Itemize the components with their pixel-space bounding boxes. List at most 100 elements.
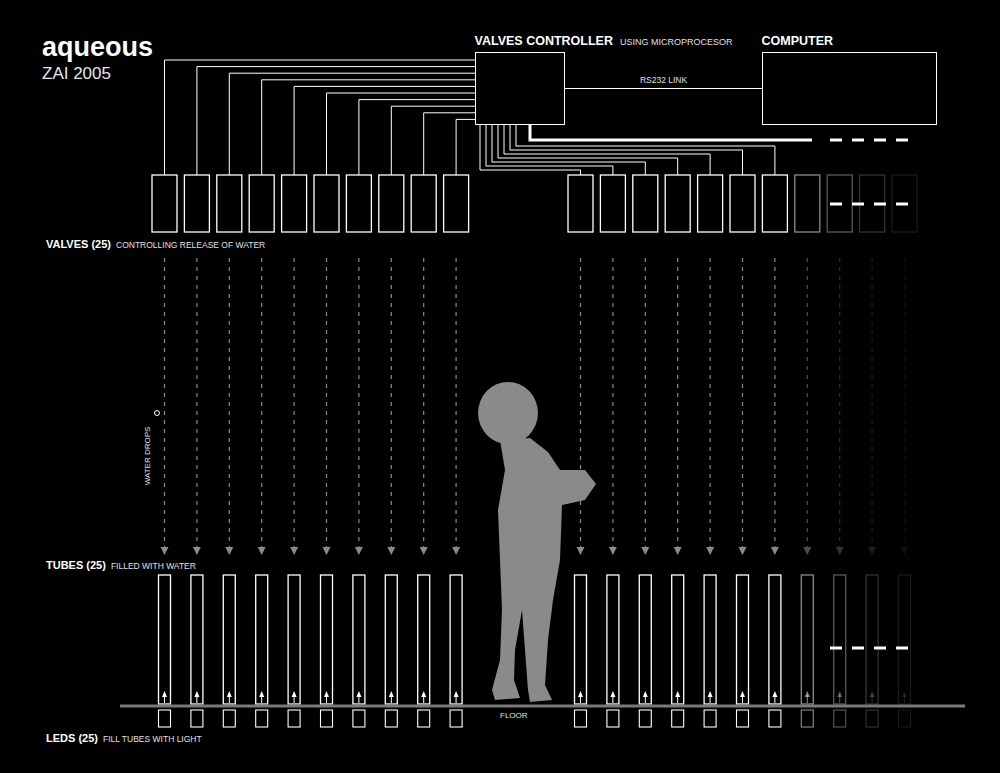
arrow-head — [739, 547, 747, 555]
valve-box — [152, 175, 177, 232]
water-drop-arrow — [677, 258, 678, 547]
led-box — [672, 710, 684, 727]
control-wire — [197, 67, 475, 175]
arrow-head — [161, 547, 169, 555]
arrow-head — [578, 691, 583, 697]
led-box — [639, 710, 651, 727]
arrow-head — [805, 691, 810, 697]
arrow-head — [355, 547, 363, 555]
arrow-head — [389, 691, 394, 697]
valve-box — [444, 175, 469, 232]
box-title: COMPUTER — [762, 34, 834, 48]
continuation-dash — [896, 139, 908, 142]
water-tube — [450, 575, 462, 704]
bus-line — [530, 125, 812, 140]
water-drop-arrow — [871, 258, 872, 547]
water-tube — [223, 575, 235, 704]
valve-box — [827, 175, 852, 232]
arrow-head — [610, 691, 615, 697]
control-wire — [516, 125, 775, 175]
arrow-head — [324, 691, 329, 697]
valve-box — [665, 175, 690, 232]
led-box — [704, 710, 716, 727]
water-drop-arrow — [456, 258, 457, 547]
component-box: VALVES CONTROLLERUSING MICROPROCESOR — [475, 52, 565, 125]
valve-box — [600, 175, 625, 232]
water-tube — [159, 575, 171, 704]
box-heading: VALVES CONTROLLERUSING MICROPROCESOR — [475, 34, 733, 48]
led-box — [899, 710, 911, 727]
valve-box — [892, 175, 917, 232]
continuation-dash — [830, 203, 842, 206]
water-drop-arrow — [164, 258, 165, 547]
arrow-head — [674, 547, 682, 555]
led-box — [575, 710, 587, 727]
arrow-head — [772, 691, 777, 697]
arrow-head — [643, 691, 648, 697]
water-tube — [639, 575, 651, 704]
water-tube — [418, 575, 430, 704]
water-tube — [899, 575, 911, 704]
arrow-head — [225, 547, 233, 555]
led-box — [321, 710, 333, 727]
led-box — [866, 710, 878, 727]
label-row: LEDS (25) FILL TUBES WITH LIGHT — [46, 732, 202, 745]
water-tube — [321, 575, 333, 704]
link-label: RS232 LINK — [638, 76, 689, 86]
water-drop-arrow — [326, 258, 327, 547]
arrow-head — [258, 547, 266, 555]
led-box — [385, 710, 397, 727]
led-box — [256, 710, 268, 727]
valve-box — [633, 175, 658, 232]
led-box — [288, 710, 300, 727]
water-tube — [801, 575, 813, 704]
water-tube — [288, 575, 300, 704]
continuation-dash — [896, 203, 908, 206]
control-wire — [294, 86, 475, 175]
water-drop-arrow — [261, 258, 262, 547]
valve-box — [217, 175, 242, 232]
control-wire — [229, 73, 475, 175]
valve-box — [795, 175, 820, 232]
control-wire — [262, 80, 475, 175]
water-tube — [607, 575, 619, 704]
control-wire — [424, 113, 475, 175]
water-tube — [834, 575, 846, 704]
valve-box — [568, 175, 593, 232]
arrow-head — [902, 691, 907, 697]
water-drop-arrow — [580, 258, 581, 547]
arrow-head — [609, 547, 617, 555]
part-note: FILL TUBES WITH LIGHT — [103, 735, 202, 745]
valve-box — [346, 175, 371, 232]
arrow-head — [452, 547, 460, 555]
valve-box — [411, 175, 436, 232]
water-tube — [672, 575, 684, 704]
continuation-dash — [852, 203, 864, 206]
control-wire — [510, 125, 743, 175]
water-tube — [575, 575, 587, 704]
arrow-head — [421, 691, 426, 697]
continuation-dash — [874, 647, 886, 650]
valve-box — [730, 175, 755, 232]
led-box — [801, 710, 813, 727]
continuation-dash — [830, 647, 842, 650]
part-heading: LEDS (25) — [46, 732, 98, 745]
floor-line — [120, 705, 965, 708]
led-box — [191, 710, 203, 727]
arrow-head — [194, 691, 199, 697]
water-drop-arrow — [774, 258, 775, 547]
led-box — [607, 710, 619, 727]
subtitle: ZAI 2005 — [42, 64, 111, 84]
continuation-dash — [830, 139, 842, 142]
valve-box — [698, 175, 723, 232]
arrow-head — [323, 547, 331, 555]
control-wire — [327, 93, 476, 175]
valve-box — [282, 175, 307, 232]
water-tube — [704, 575, 716, 704]
led-box — [159, 710, 171, 727]
water-drop-arrow — [423, 258, 424, 547]
arrow-head — [387, 547, 395, 555]
arrow-head — [708, 691, 713, 697]
